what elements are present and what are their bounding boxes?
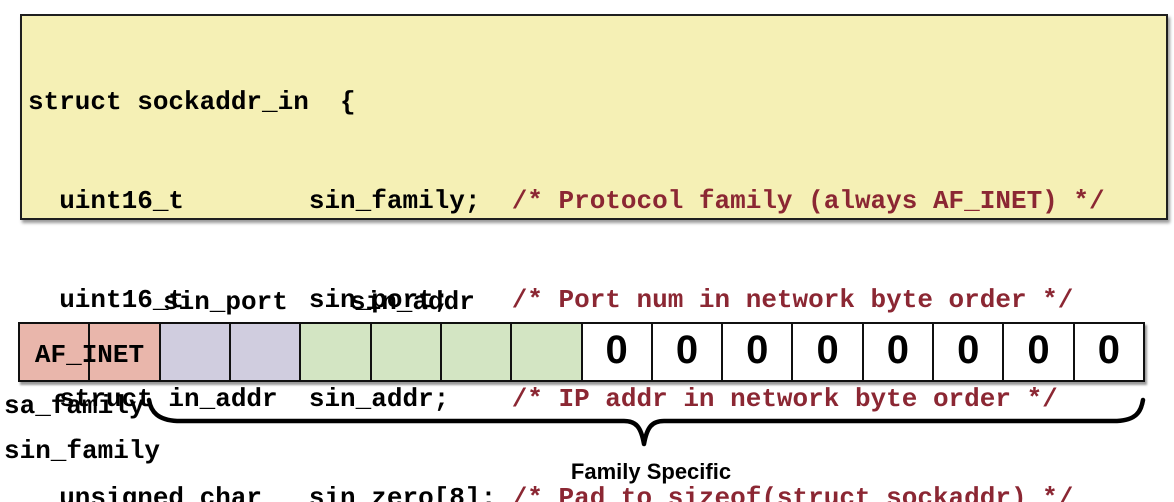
byte-cell-sin-family: [20, 324, 91, 380]
code-comment: /* IP addr in network byte order */: [511, 384, 1058, 414]
byte-cell-sin-addr: [441, 324, 513, 380]
sin-addr-label: sin_addr: [350, 287, 475, 317]
byte-cell-sin-zero: 0: [652, 324, 724, 380]
byte-cell-sin-family: [90, 324, 161, 380]
code-text: unsigned char sin_zero[8];: [28, 483, 512, 502]
memory-byte-row: 0 0 0 0 0 0 0 0: [18, 322, 1145, 382]
byte-cell-sin-zero: 0: [582, 324, 653, 380]
sa-family-label: sa_family: [4, 391, 145, 421]
byte-cell-sin-addr: [512, 324, 583, 380]
byte-cell-sin-zero: 0: [1004, 324, 1075, 380]
byte-cell-sin-zero: 0: [934, 324, 1005, 380]
family-specific-label: Family Specific: [570, 459, 732, 484]
code-line: struct in_addr sin_addr; /* IP addr in n…: [28, 383, 1166, 416]
code-lines: struct sockaddr_in { uint16_t sin_family…: [28, 20, 1166, 502]
code-text: uint16_t sin_port;: [28, 285, 512, 315]
struct-definition-code-block: struct sockaddr_in { uint16_t sin_family…: [20, 14, 1168, 502]
byte-cell-sin-zero: 0: [793, 324, 864, 380]
byte-cell-sin-zero: 0: [723, 324, 794, 380]
byte-cell-sin-zero: 0: [1074, 324, 1143, 380]
code-line: uint16_t sin_family; /* Protocol family …: [28, 185, 1166, 218]
code-comment: /* Pad to sizeof(struct sockaddr) */: [511, 483, 1074, 502]
byte-cell-sin-zero: 0: [863, 324, 935, 380]
code-line: unsigned char sin_zero[8]; /* Pad to siz…: [28, 482, 1166, 502]
code-text: struct sockaddr_in {: [28, 87, 356, 117]
sin-port-label: sin_port: [163, 287, 288, 317]
code-text: uint16_t sin_family;: [28, 186, 512, 216]
code-line: struct sockaddr_in {: [28, 86, 1166, 119]
byte-cell-sin-port: [160, 324, 231, 380]
byte-cell-sin-addr: [301, 324, 372, 380]
code-comment: /* Protocol family (always AF_INET) */: [511, 186, 1105, 216]
code-comment: /* Port num in network byte order */: [511, 285, 1074, 315]
sin-family-label: sin_family: [4, 436, 161, 466]
byte-cell-sin-addr: [371, 324, 442, 380]
byte-cell-sin-port: [230, 324, 302, 380]
af-inet-value: AF_INET: [34, 340, 145, 370]
code-line: uint16_t sin_port; /* Port num in networ…: [28, 284, 1166, 317]
